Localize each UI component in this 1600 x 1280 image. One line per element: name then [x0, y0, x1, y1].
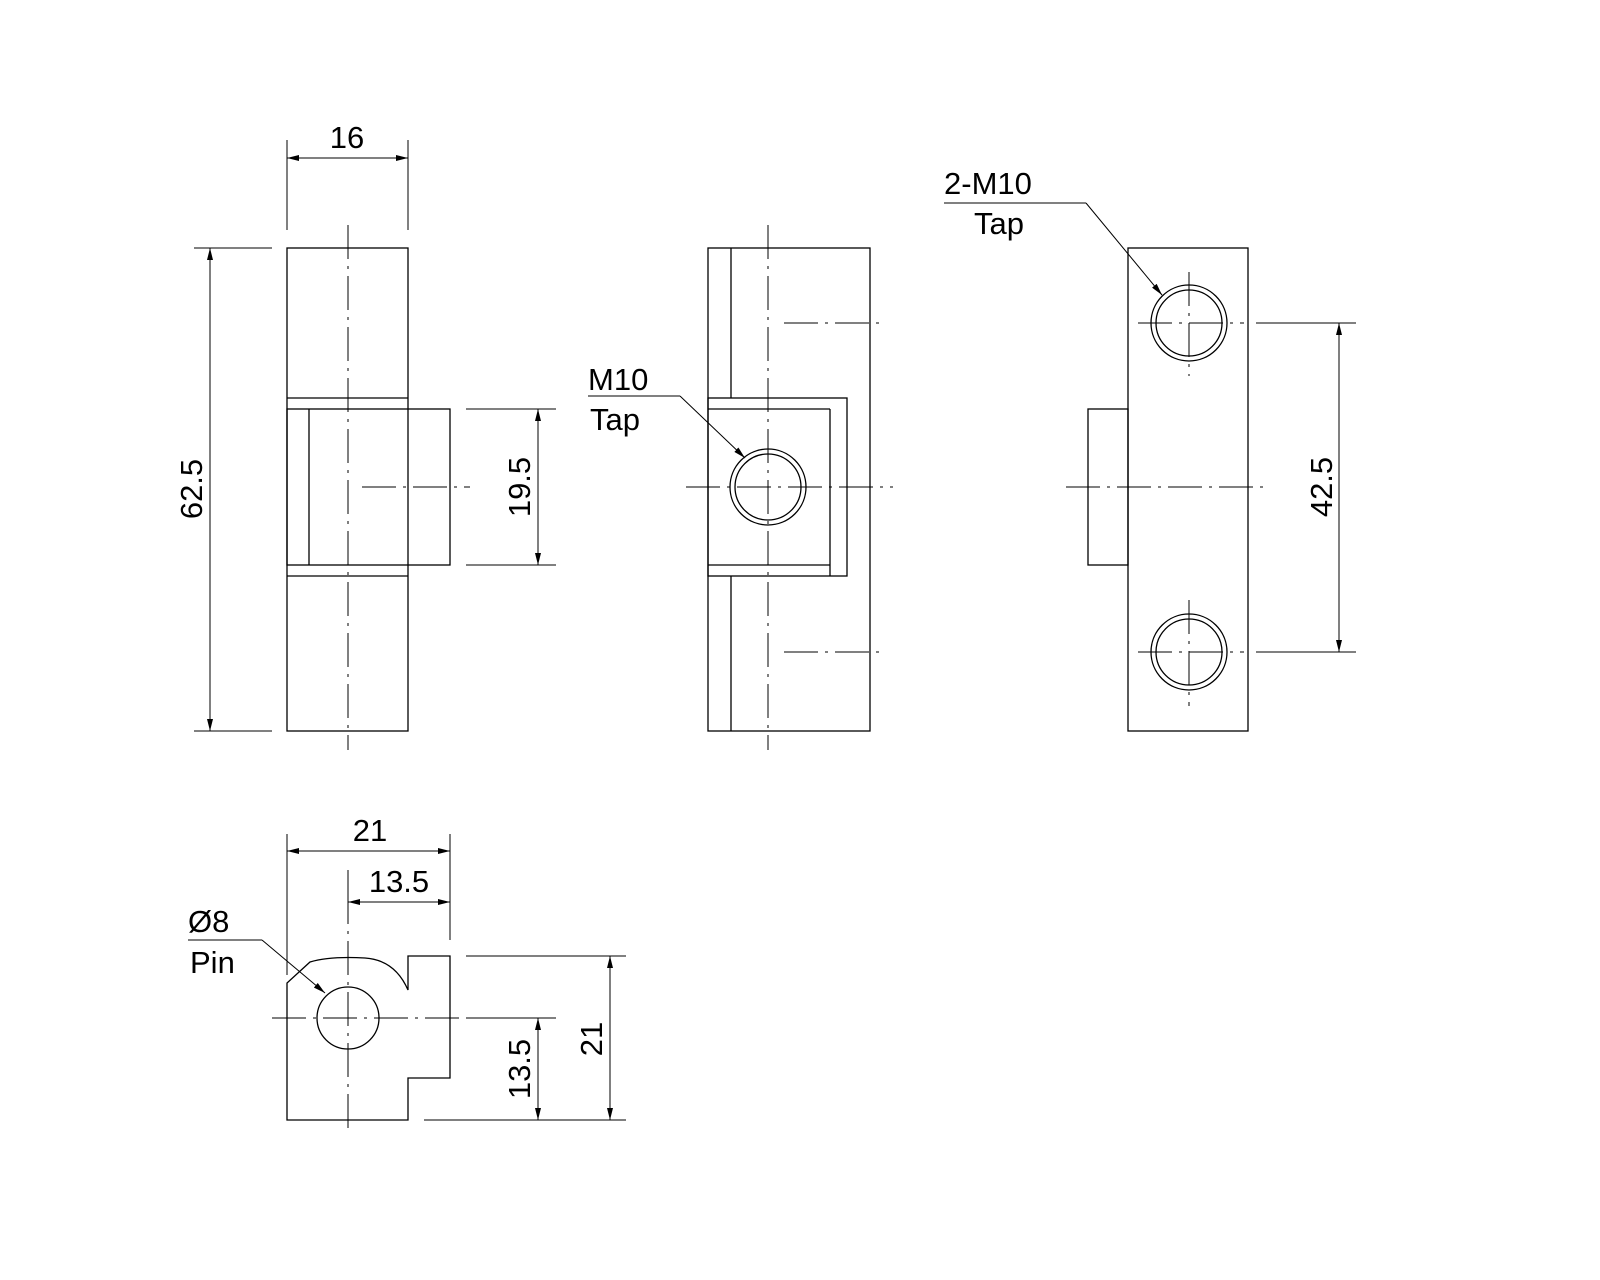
rear-body-outline [1127, 247, 1249, 732]
dim-21-width-label: 21 [353, 813, 387, 848]
side-body-outline [707, 247, 871, 732]
dim-13-5-height-label: 13.5 [502, 1039, 537, 1099]
front-boss-outline [286, 408, 451, 566]
rear-tap-leader [1085, 202, 1163, 296]
center-tap-size-label: M10 [588, 362, 648, 397]
front-view: 16 62.5 19.5 [174, 120, 556, 750]
dim-42-5-label: 42.5 [1304, 457, 1339, 517]
pin-type-label: Pin [190, 945, 235, 980]
rear-tap-size-label: 2-M10 [944, 166, 1032, 201]
pin-leader [261, 939, 326, 994]
rear-view: 2-M10 Tap 42.5 [944, 166, 1356, 732]
dim-62-5-label: 62.5 [174, 459, 209, 519]
side-view: M10 Tap [588, 225, 893, 750]
dim-21-height-label: 21 [574, 1022, 609, 1056]
plan-body-outline [286, 955, 451, 1121]
dim-13-5-offset-label: 13.5 [369, 864, 429, 899]
dim-16-label: 16 [330, 120, 364, 155]
center-tap-type-label: Tap [590, 402, 640, 437]
pin-size-label: Ø8 [188, 904, 229, 939]
dim-19-5-label: 19.5 [502, 457, 537, 517]
rear-tap-type-label: Tap [974, 206, 1024, 241]
plan-view: 21 13.5 Ø8 Pin 13.5 21 [188, 813, 626, 1135]
center-tap-leader [679, 395, 746, 459]
